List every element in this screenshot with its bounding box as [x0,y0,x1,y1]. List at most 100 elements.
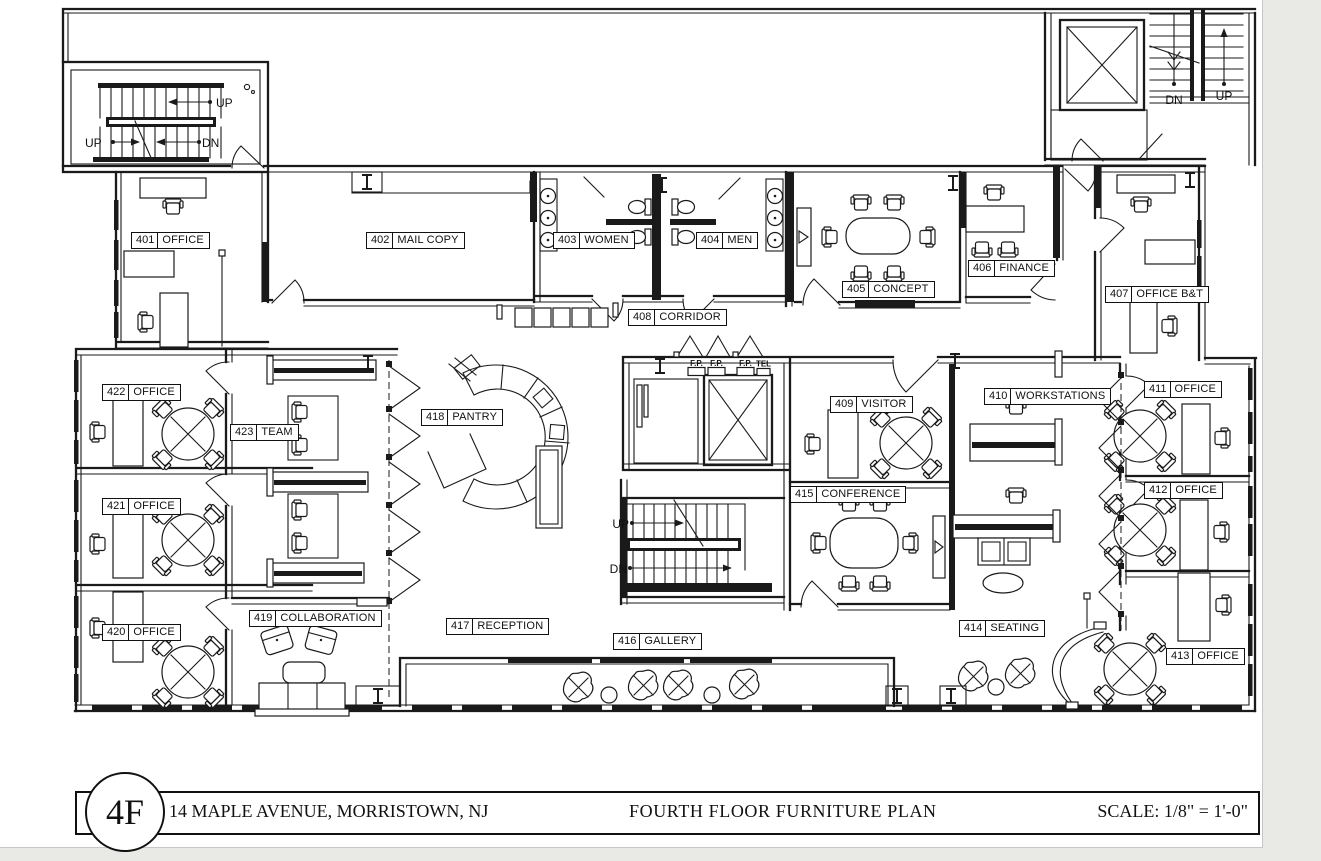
room-name: OFFICE [1197,650,1239,662]
room-name: FINANCE [999,262,1050,274]
room-name: OFFICE [133,626,175,638]
wall-poche [262,166,1101,610]
elevator-core: F.P. F.P. F.P. TEL [633,334,774,467]
restroom-fixtures [539,178,784,252]
room-name: VISITOR [861,398,907,410]
west-offices-furniture [89,397,225,710]
stair-central: UP DN [610,499,741,584]
columns-misc [656,172,1196,193]
room-name: MAIL COPY [397,234,459,246]
room-number: 409 [831,397,858,412]
room-name: GALLERY [644,635,697,647]
room-name: OFFICE B&T [1136,288,1204,300]
team-423-furniture [266,355,421,700]
room-name: WORKSTATIONS [1015,390,1106,402]
room-number: 417 [447,619,474,634]
room-number: 411 [1145,382,1171,397]
room-number: 402 [367,233,394,248]
room-name: COLLABORATION [280,612,376,624]
fp-label-2: F.P. [710,359,723,368]
stair-central-dn-label: DN [610,562,627,576]
stair-ne-up-label: UP [1216,89,1233,103]
stair-ne-dn-label: DN [1165,93,1182,107]
room-name: PANTRY [452,411,498,423]
room-number: 412 [1145,483,1172,498]
room-number: 415 [791,487,818,502]
doors [205,168,1150,631]
room-401-furniture [123,177,226,348]
room-name: CONFERENCE [821,488,901,500]
fp-label-3: F.P. [739,359,752,368]
room-number: 419 [250,611,277,626]
stair-northwest: UP UP DN [61,60,270,174]
room-name: WOMEN [584,234,629,246]
room-name: RECEPTION [477,620,544,632]
room-name: SEATING [990,622,1040,634]
room-number: 404 [697,233,724,248]
room-number: 403 [554,233,581,248]
seating-414 [939,592,1107,710]
room-name: TEAM [261,426,293,438]
room-name: OFFICE [133,500,175,512]
room-number: 416 [614,634,641,649]
room-number: 406 [969,261,996,276]
room-406-furniture [965,184,1025,258]
gallery-plants [562,668,760,704]
stair-nw-up2-label: UP [85,136,102,150]
room-name: CORRIDOR [659,311,721,323]
title-block: 4F 14 MAPLE AVENUE, MORRISTOWN, NJ FOURT… [75,772,1260,852]
room-number: 414 [960,621,987,636]
room-name: OFFICE [1175,484,1217,496]
room-405-furniture [796,194,936,282]
stair-central-up-label: UP [612,517,629,531]
room-number: 421 [103,499,130,514]
room-number: 423 [231,425,258,440]
room-number: 407 [1106,287,1133,302]
room-number: 422 [103,385,130,400]
room-name: OFFICE [162,234,204,246]
room-name: OFFICE [1174,383,1217,395]
room-number: 420 [103,625,130,640]
room-name: MEN [727,234,753,246]
room-402-furniture [351,171,619,328]
pantry-418-counter [427,353,570,529]
room-407-furniture [1116,174,1196,354]
room-number: 408 [629,310,656,325]
room-number: 413 [1167,649,1194,664]
room-name: OFFICE [133,386,175,398]
stair-nw-dn-label: DN [202,136,219,150]
drawing-scale: SCALE: 1/8" = 1'-0" [1097,801,1248,821]
floor-code-badge: 4F [85,772,165,852]
project-address: 14 MAPLE AVENUE, MORRISTOWN, NJ [169,801,489,821]
collaboration-419-furniture [254,623,350,717]
room-number: 405 [843,282,870,297]
room-number: 401 [132,233,159,248]
drawing-title: FOURTH FLOOR FURNITURE PLAN [629,801,937,821]
tel-label: TEL [756,360,771,369]
room-415-furniture [810,495,946,592]
